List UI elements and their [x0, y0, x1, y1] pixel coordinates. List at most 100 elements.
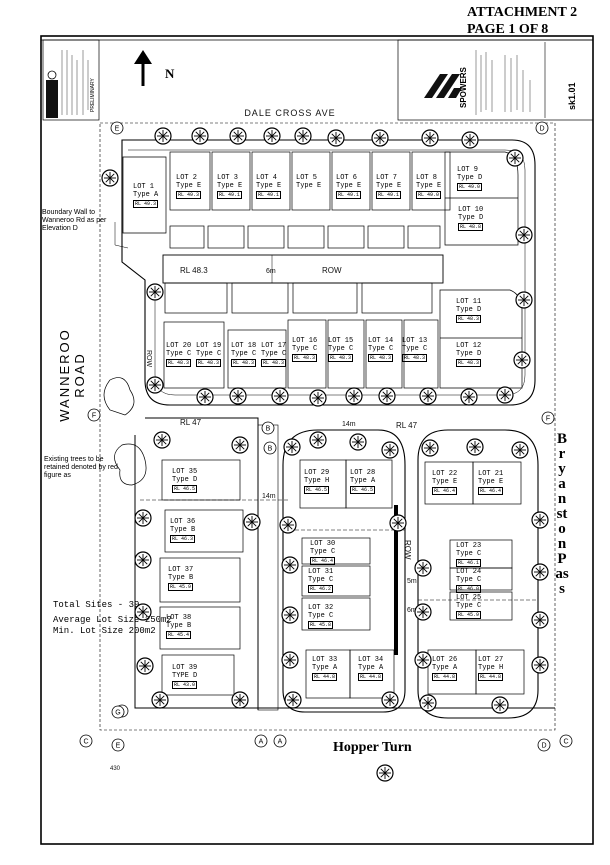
lot-rl: RL 48.3 [368, 354, 394, 362]
page-label: PAGE 1 OF 8 [467, 22, 549, 37]
tree-icon [461, 131, 479, 149]
lot-type: Type B [166, 622, 192, 630]
svg-text:A: A [278, 739, 283, 746]
lot-rl: RL 48.3 [328, 354, 354, 362]
lot-number: LOT 2 [176, 174, 198, 182]
site-boundary [99, 122, 556, 731]
lot-number: LOT 23 [456, 542, 482, 550]
central-block-kerb [282, 429, 406, 713]
width-5m-label: 5m [407, 578, 417, 585]
stamp-block [46, 80, 58, 118]
lot-type: Type E [256, 182, 282, 190]
lot-rl: RL 46.0 [456, 585, 482, 593]
width-6m-label: 6m [407, 607, 417, 614]
tree-icon [460, 388, 478, 406]
lot-rl: RL 48.3 [231, 359, 257, 367]
firm-name: SPOWERS [459, 66, 468, 108]
lot-rl: RL 49.1 [256, 191, 282, 199]
tree-icon [263, 127, 281, 145]
lot-type: Type C [328, 345, 354, 353]
lot-number: LOT 38 [166, 614, 192, 622]
svg-text:B: B [266, 426, 271, 433]
tree-icon [381, 691, 399, 709]
lot-rl: RL 46.5 [172, 485, 198, 493]
tree-icon [154, 127, 172, 145]
street-trees [101, 127, 549, 782]
road-label-wanneroo: WANNEROO ROAD [57, 328, 87, 422]
tree-icon [243, 513, 261, 531]
svg-text:C: C [83, 739, 88, 746]
lot-number: LOT 29 [304, 469, 330, 477]
lot-number: LOT 31 [308, 568, 334, 576]
lot-number: LOT 28 [350, 469, 376, 477]
lower-left-lane [257, 424, 279, 711]
road-label-bryanston: Bryanston Pass [555, 431, 569, 597]
rl-upper-label: RL 48.3 [180, 266, 208, 275]
tree-icon [378, 387, 396, 405]
lot-number: LOT 6 [336, 174, 358, 182]
lot-rl: RL 48.3 [261, 359, 287, 367]
bottom-code: 430 [110, 766, 121, 772]
lot-number: LOT 13 [402, 337, 428, 345]
wanneroo-road-label-wrap: WANNEROO ROAD [57, 300, 87, 440]
section-markers: EEDDFFBABAGCCG [79, 121, 573, 752]
road-label-dale-cross: DALE CROSS AVE [244, 108, 335, 118]
row-left-label: ROW [145, 350, 152, 368]
tree-icon [414, 603, 432, 621]
lot-rl: RL 48.3 [402, 354, 428, 362]
lot-rl: RL 44.8 [312, 673, 338, 681]
lot-number: LOT 8 [416, 174, 438, 182]
lot-type: Type D [458, 214, 484, 222]
lot-rl: RL 45.9 [456, 611, 482, 619]
rl-mid-left-label: RL 47 [180, 418, 202, 427]
lot-rl: RL 46.4 [310, 557, 336, 565]
tree-icon [513, 351, 531, 369]
rl-mid-right-label: RL 47 [396, 421, 418, 430]
tree-icon [153, 431, 171, 449]
lot-type: Type C [368, 345, 394, 353]
section-marker-F: F [87, 408, 101, 422]
tree-icon [419, 387, 437, 405]
section-marker-E: E [111, 738, 125, 752]
tree-icon [231, 691, 249, 709]
lower-lot-blocks [159, 459, 525, 699]
section-marker-D: D [535, 121, 549, 135]
svg-text:C: C [563, 739, 568, 746]
lot-type: Type E [176, 182, 202, 190]
upper-lot-row [122, 151, 519, 249]
lot-type: Type C [166, 350, 192, 358]
section-marker-B: B [263, 441, 277, 455]
lot-type: Type C [261, 350, 287, 358]
tree-icon [414, 559, 432, 577]
sheet-number: sk1.01 [567, 82, 577, 110]
tree-icon [531, 611, 549, 629]
lot-type: Type E [376, 182, 402, 190]
tree-icon [515, 226, 533, 244]
trees-note: Existing trees to be retained denoted by… [44, 456, 118, 479]
lot-number: LOT 14 [368, 337, 394, 345]
section-marker-B: B [261, 421, 275, 435]
svg-text:D: D [539, 126, 544, 133]
lot-number: LOT 35 [172, 468, 198, 476]
tree-icon [496, 386, 514, 404]
tree-icon [515, 291, 533, 309]
tree-icon [279, 516, 297, 534]
width-mid-label: 14m [342, 421, 356, 428]
lot-type: Type E [416, 182, 442, 190]
tree-icon [414, 651, 432, 669]
lot-type: Type C [310, 548, 336, 556]
